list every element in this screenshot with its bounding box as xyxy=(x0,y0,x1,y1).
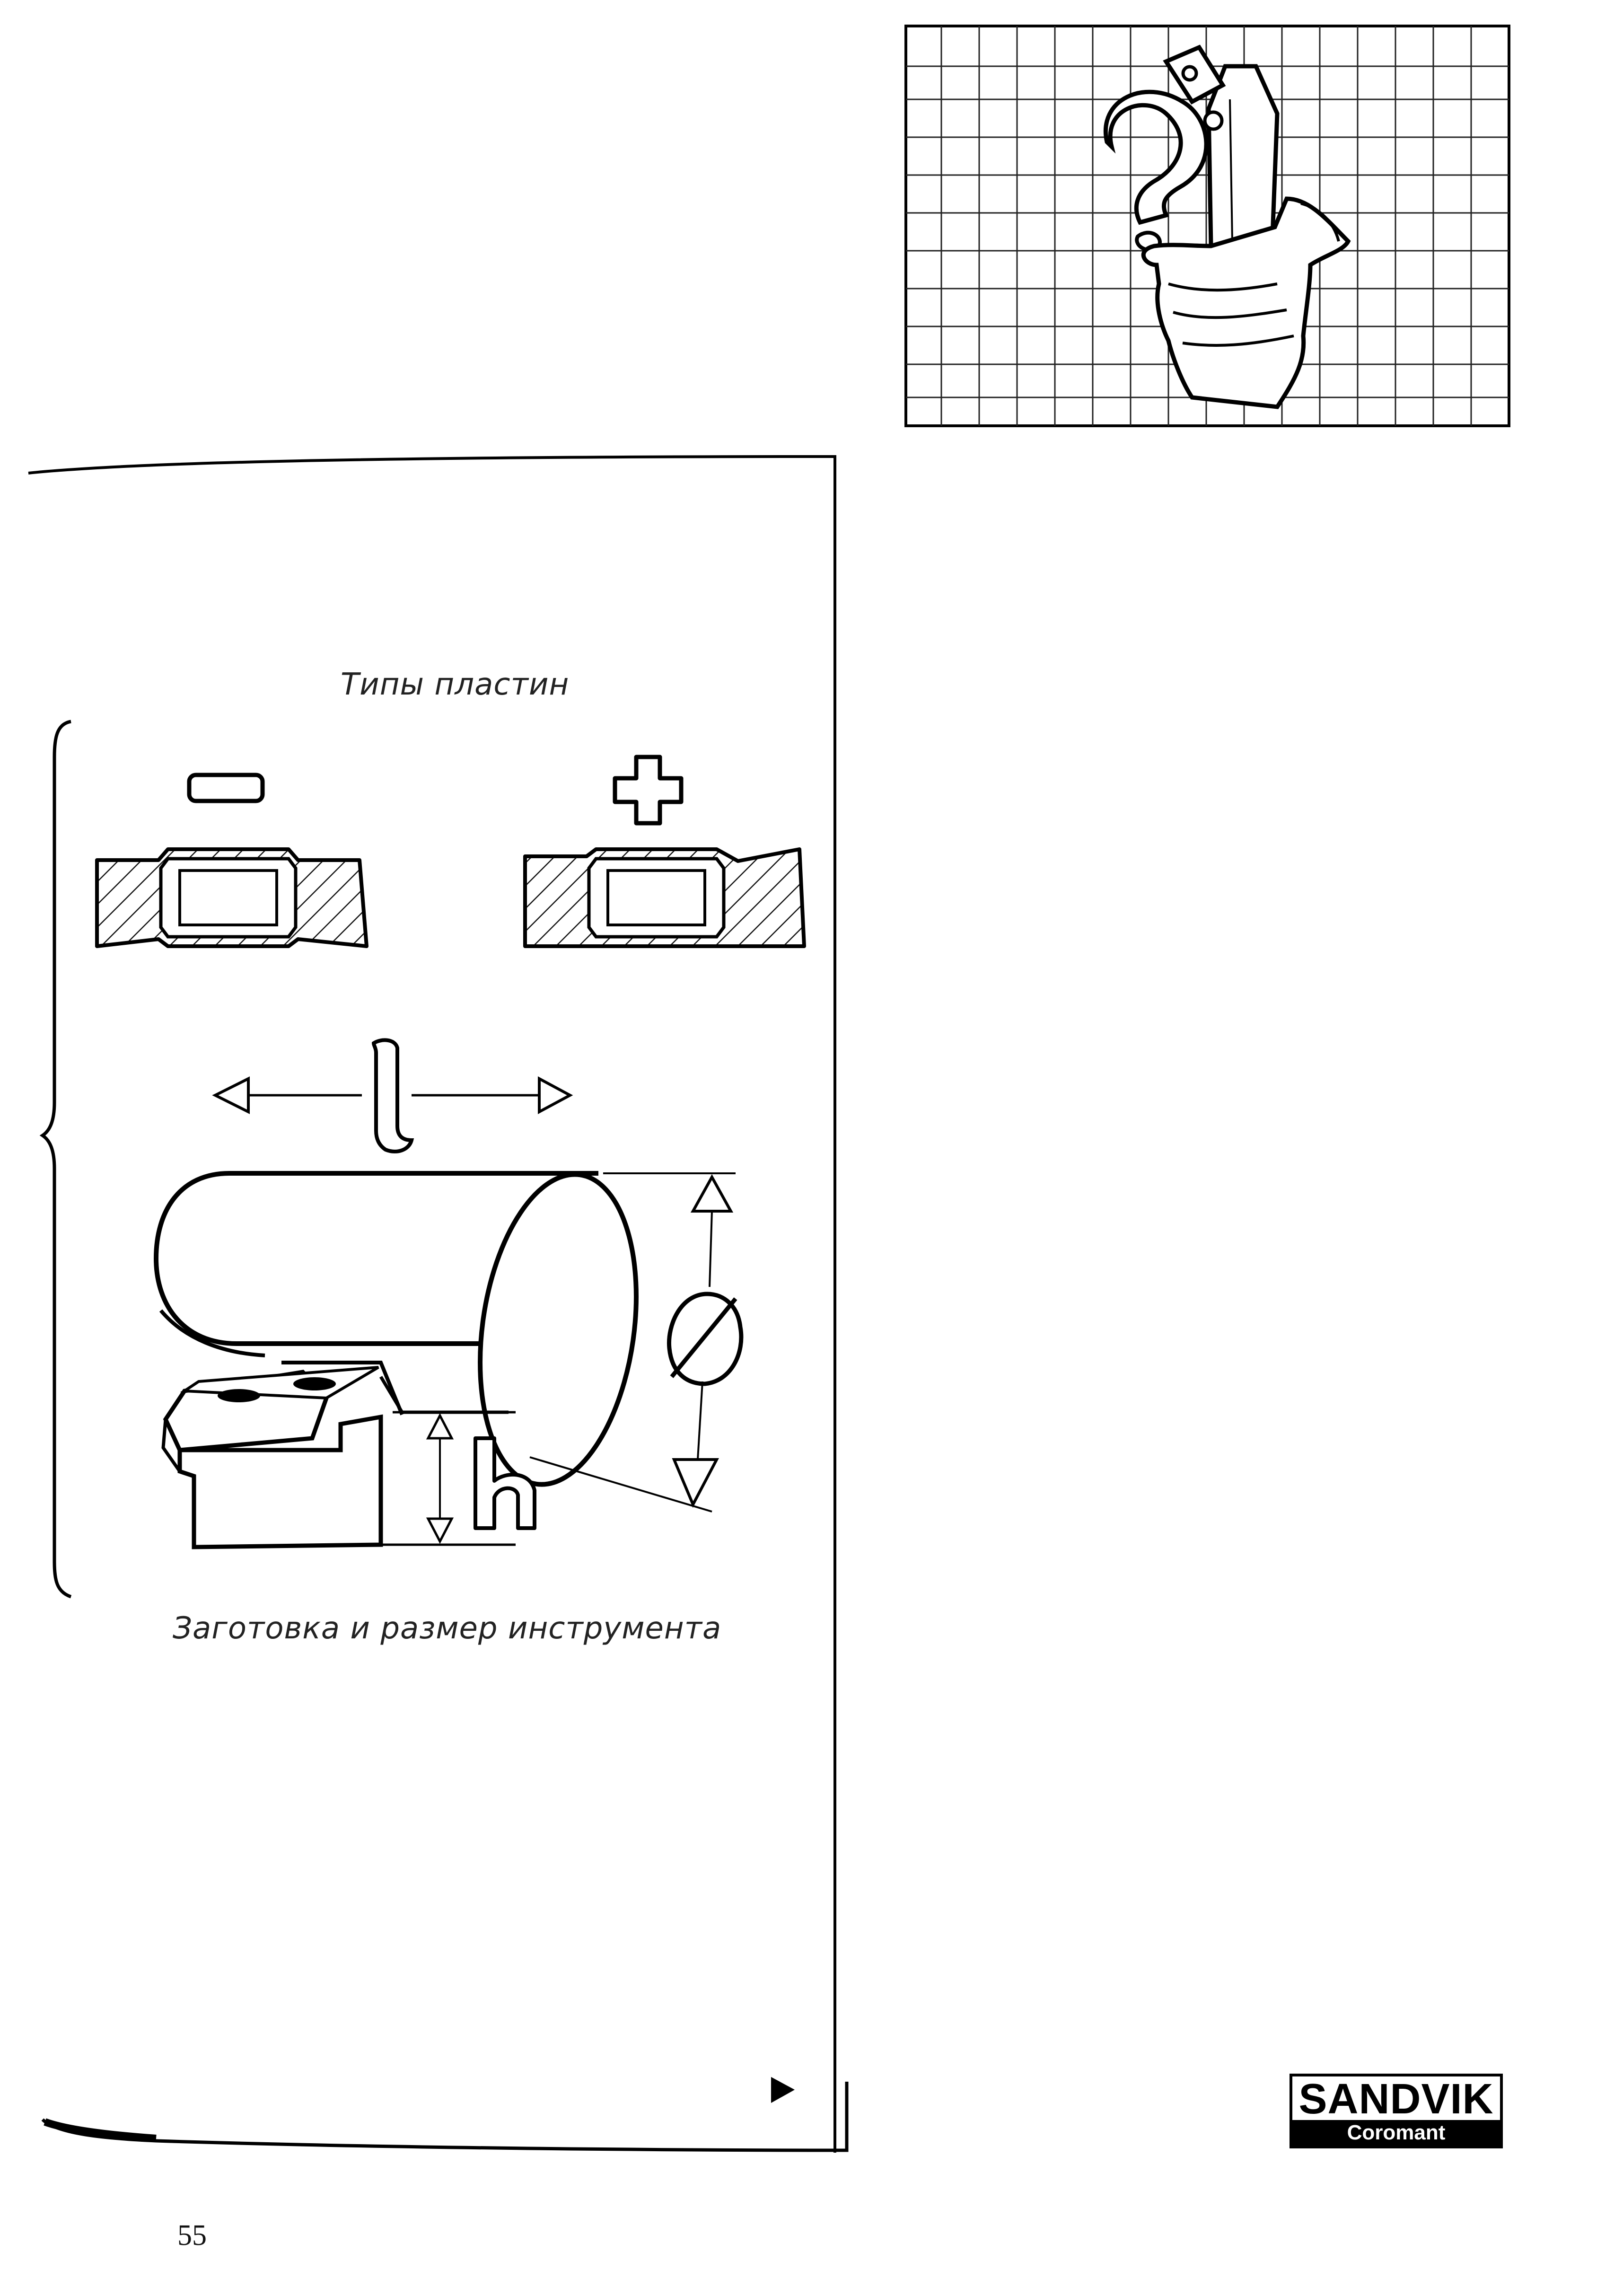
info-panel-frame xyxy=(28,455,849,2153)
diameter-symbol xyxy=(667,1292,744,1386)
length-dimension xyxy=(212,1038,573,1153)
length-symbol xyxy=(371,1038,414,1153)
diameter-dimension xyxy=(529,1172,744,1513)
workpiece-cylinder xyxy=(153,1171,639,1487)
sandvik-coromant-logo: SANDVIK Coromant xyxy=(1290,2074,1503,2148)
logo-sub-brand: Coromant xyxy=(1292,2120,1500,2146)
logo-brand: SANDVIK xyxy=(1298,2076,1494,2123)
height-symbol xyxy=(474,1436,536,1530)
plus-sign-icon xyxy=(613,755,684,826)
insert-types-caption: Типы пластин xyxy=(341,667,570,702)
positive-insert-section xyxy=(523,847,806,948)
curly-brace xyxy=(39,720,72,1599)
height-dimension xyxy=(381,1411,536,1546)
workpiece-tool-caption: Заготовка и размер инструмента xyxy=(173,1611,722,1646)
minus-sign-icon xyxy=(187,773,265,803)
next-arrow-icon[interactable] xyxy=(771,2077,795,2103)
tool-holder xyxy=(161,1361,509,1549)
page-number: 55 xyxy=(177,2219,207,2252)
question-hand-illustration xyxy=(904,25,1510,427)
negative-insert-section xyxy=(95,847,368,948)
question-mark-icon xyxy=(1104,89,1209,225)
